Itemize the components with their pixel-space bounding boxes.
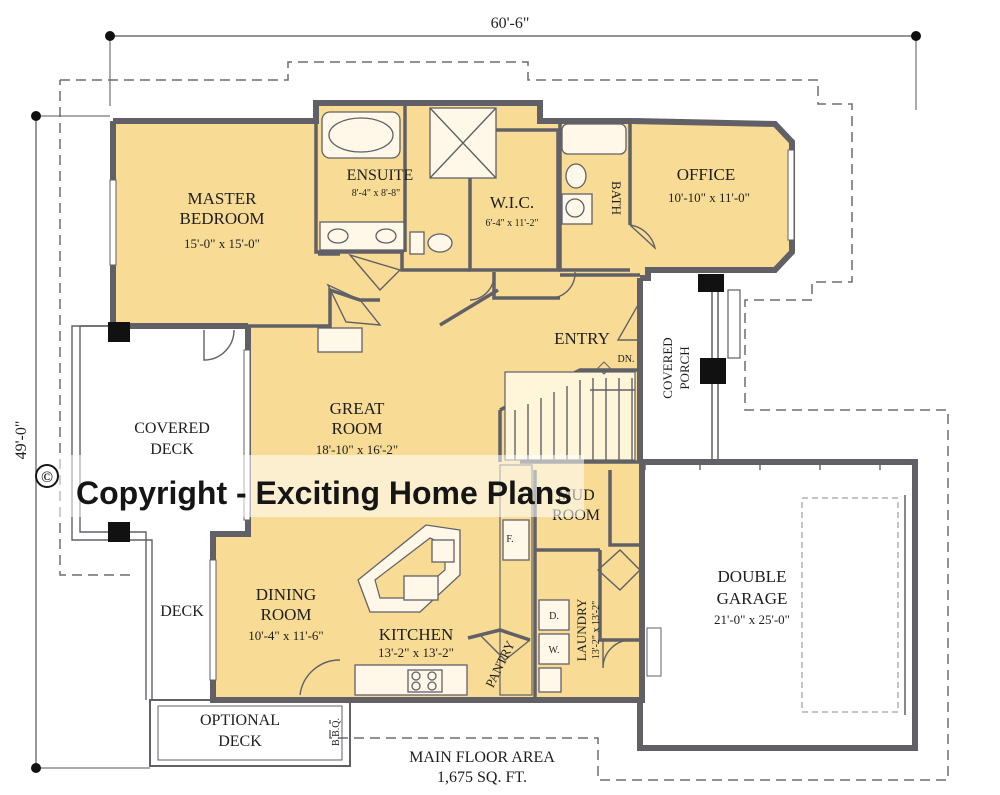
fridge-label: F. <box>506 534 513 545</box>
deck-post <box>108 522 130 542</box>
double-garage-name: DOUBLE <box>718 567 787 586</box>
dryer-label: D. <box>549 611 559 622</box>
office-name: OFFICE <box>677 165 736 184</box>
stairs <box>504 371 636 461</box>
width-dimension: 60'-6" <box>105 15 921 110</box>
width-dimension-label: 60'-6" <box>491 15 530 32</box>
double-garage-label: DOUBLE GARAGE 21'-0" x 25'-0" <box>714 567 790 627</box>
copyright-symbol: © <box>41 469 53 486</box>
ensuite-label: ENSUITE 8'-4" x 8'-8" <box>347 167 414 199</box>
optional-deck-label: OPTIONAL DECK <box>200 712 280 750</box>
optional-deck-name: OPTIONAL <box>200 712 280 729</box>
roof-outline <box>59 61 949 781</box>
master-bedroom-label: MASTER BEDROOM 15'-0" x 15'-0" <box>179 189 264 251</box>
stair-arrow-icon <box>597 361 611 375</box>
covered-deck-name: COVERED <box>134 420 210 437</box>
wic-name: W.I.C. <box>490 193 534 212</box>
master-bedroom-size: 15'-0" x 15'-0" <box>184 236 260 251</box>
dining-room-name: DINING <box>256 585 316 604</box>
entry-label: ENTRY <box>554 329 610 348</box>
porch-structure <box>698 274 741 460</box>
depth-dimension: 49'-0" <box>13 111 150 773</box>
covered-porch-label: COVERED PORCH <box>660 337 692 398</box>
laundry-name: LAUNDRY <box>574 598 589 661</box>
bath-label: BATH <box>609 181 624 215</box>
great-room-size: 18'-10" x 16'-2" <box>316 442 398 457</box>
great-room-name-2: ROOM <box>331 419 382 438</box>
optional-deck-outline <box>149 699 351 767</box>
master-bedroom-name-2: BEDROOM <box>179 209 264 228</box>
kitchen-name: KITCHEN <box>379 625 454 644</box>
stair-down-label: DN. <box>618 354 635 365</box>
wic-label: W.I.C. 6'-4" x 11'-2" <box>485 193 538 229</box>
office-size: 10'-10" x 11'-0" <box>668 190 750 205</box>
covered-deck-name-2: DECK <box>150 441 194 458</box>
dining-room-name-2: ROOM <box>260 605 311 624</box>
double-garage-name-2: GARAGE <box>717 589 788 608</box>
dining-room-label: DINING ROOM 10'-4" x 11'-6" <box>248 585 323 643</box>
kitchen-size: 13'-2" x 13'-2" <box>378 645 454 660</box>
covered-porch-name-2: PORCH <box>677 346 692 389</box>
covered-deck-rail <box>71 325 153 700</box>
laundry-label: LAUNDRY 13'-2" x 13'-2" <box>574 598 602 661</box>
deck-label: DECK <box>160 603 204 620</box>
washer-label: W. <box>548 645 559 656</box>
garage-details <box>644 462 906 715</box>
covered-deck-label: COVERED DECK <box>134 420 210 458</box>
covered-porch-name: COVERED <box>660 337 675 398</box>
door-swings <box>203 224 657 696</box>
kitchen-label: KITCHEN 13'-2" x 13'-2" <box>378 625 454 660</box>
bbq-label: B.B.Q. <box>331 718 342 746</box>
fixtures <box>109 111 795 696</box>
interior-floor <box>113 103 792 700</box>
dining-room-size: 10'-4" x 11'-6" <box>248 628 323 643</box>
double-garage-size: 21'-0" x 25'-0" <box>714 612 790 627</box>
master-bedroom-name: MASTER <box>188 189 258 208</box>
ensuite-name: ENSUITE <box>347 167 414 184</box>
office-label: OFFICE 10'-10" x 11'-0" <box>668 165 750 205</box>
optional-deck-name-2: DECK <box>218 733 262 750</box>
great-room-label: GREAT ROOM 18'-10" x 16'-2" <box>316 399 398 457</box>
floor-area-caption: MAIN FLOOR AREA 1,675 SQ. FT. <box>409 749 555 786</box>
copyright-icon <box>35 464 59 488</box>
floor-area-title: MAIN FLOOR AREA <box>409 749 555 766</box>
copyright-text: Copyright - Exciting Home Plans <box>76 475 572 511</box>
ensuite-size: 8'-4" x 8'-8" <box>352 188 400 199</box>
floor-area-value: 1,675 SQ. FT. <box>437 769 527 786</box>
wic-size: 6'-4" x 11'-2" <box>485 218 538 229</box>
laundry-size: 13'-2" x 13'-2" <box>591 601 602 659</box>
copyright-watermark: © Copyright - Exciting Home Plans <box>35 455 584 517</box>
deck-post <box>108 322 130 342</box>
depth-dimension-label: 49'-0" <box>13 421 30 460</box>
great-room-name: GREAT <box>330 399 385 418</box>
